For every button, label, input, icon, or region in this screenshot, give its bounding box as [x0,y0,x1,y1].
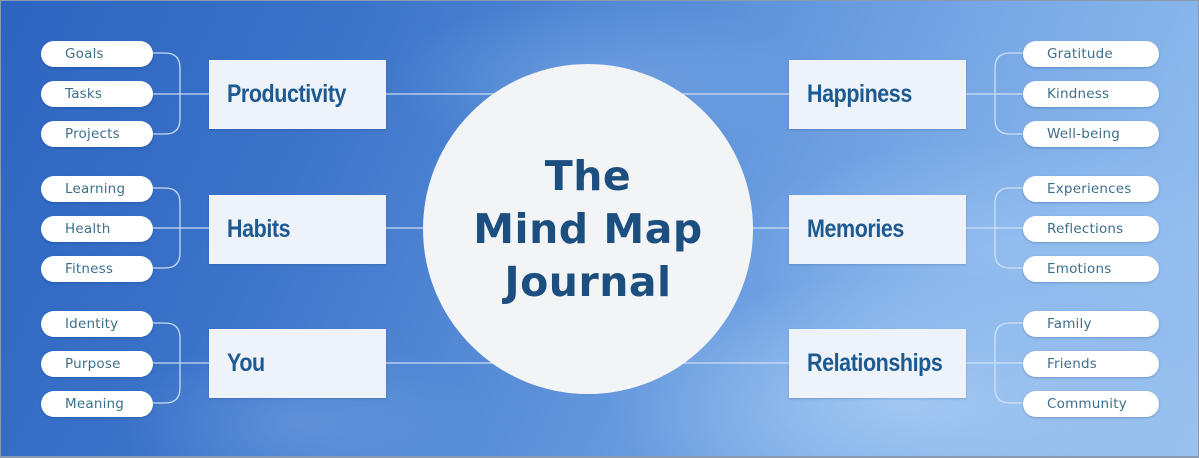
subtopic-fitness: Fitness [41,256,153,282]
subtopic-emotions: Emotions [1023,256,1159,282]
category-label: Memories [807,215,904,243]
subtopic-purpose: Purpose [41,351,153,377]
category-relationships: Relationships [789,329,966,398]
category-label: You [227,349,265,377]
subtopic-community: Community [1023,391,1159,417]
title-line-1: The [544,151,632,200]
subtopic-well-being: Well-being [1023,121,1159,147]
subtopic-kindness: Kindness [1023,81,1159,107]
subtopic-goals: Goals [41,41,153,67]
subtopic-identity: Identity [41,311,153,337]
subtopic-learning: Learning [41,176,153,202]
category-label: Productivity [227,80,347,108]
subtopic-health: Health [41,216,153,242]
title-line-2: Mind Map [473,204,703,253]
category-happiness: Happiness [789,60,966,129]
category-label: Happiness [807,80,912,108]
category-you: You [209,329,386,398]
subtopic-experiences: Experiences [1023,176,1159,202]
category-label: Habits [227,215,291,243]
subtopic-gratitude: Gratitude [1023,41,1159,67]
subtopic-reflections: Reflections [1023,216,1159,242]
category-memories: Memories [789,195,966,264]
subtopic-tasks: Tasks [41,81,153,107]
title-line-3: Journal [504,257,672,306]
category-label: Relationships [807,349,943,377]
category-habits: Habits [209,195,386,264]
subtopic-family: Family [1023,311,1159,337]
subtopic-projects: Projects [41,121,153,147]
central-title-node: The Mind Map Journal [423,64,753,394]
category-productivity: Productivity [209,60,386,129]
subtopic-friends: Friends [1023,351,1159,377]
subtopic-meaning: Meaning [41,391,153,417]
